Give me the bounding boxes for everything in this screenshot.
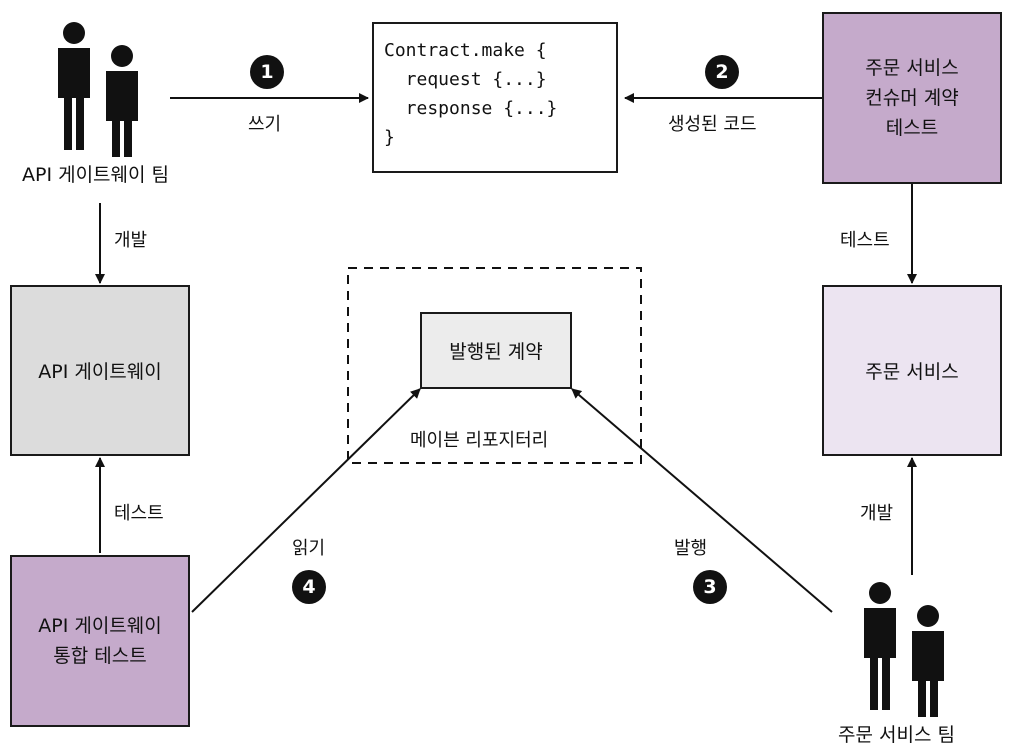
read-arrow xyxy=(191,388,421,613)
develop-label-left: 개발 xyxy=(114,230,148,251)
contract-code-box: Contract.make { request {...} response {… xyxy=(372,22,618,173)
test-label-right: 테스트 xyxy=(840,230,890,251)
api-gateway-label: API 게이트웨이 xyxy=(38,361,162,383)
order-service-label: 주문 서비스 xyxy=(865,361,959,383)
write-label: 쓰기 xyxy=(248,114,282,135)
read-label: 읽기 xyxy=(292,538,326,559)
publish-arrow xyxy=(571,388,833,613)
api-gateway-team-label: API 게이트웨이 팀 xyxy=(22,164,170,186)
step-3-badge: 3 xyxy=(693,570,727,604)
box-line: 테스트 xyxy=(885,117,939,139)
order-consumer-contract-test-box: 주문 서비스 컨슈머 계약 테스트 xyxy=(822,12,1002,184)
api-gateway-box: API 게이트웨이 xyxy=(10,285,190,456)
code-line: } xyxy=(384,127,395,148)
develop-label-right: 개발 xyxy=(860,503,894,524)
box-line: 주문 서비스 xyxy=(865,57,959,79)
maven-repo-label: 메이븐 리포지터리 xyxy=(410,430,549,451)
box-line: 통합 테스트 xyxy=(53,645,147,667)
publish-label: 발행 xyxy=(674,538,708,559)
people-icon xyxy=(864,582,944,717)
order-service-box: 주문 서비스 xyxy=(822,285,1002,456)
published-contract-box: 발행된 계약 xyxy=(420,312,572,389)
people-icon xyxy=(58,22,138,157)
step-2-badge: 2 xyxy=(705,55,739,89)
code-line: response {...} xyxy=(384,98,558,119)
test-label-left: 테스트 xyxy=(114,503,164,524)
code-line: request {...} xyxy=(384,69,547,90)
box-line: 컨슈머 계약 xyxy=(865,87,959,109)
step-1-badge: 1 xyxy=(250,55,284,89)
published-contract-label: 발행된 계약 xyxy=(449,341,543,363)
step-4-badge: 4 xyxy=(292,570,326,604)
order-service-team-label: 주문 서비스 팀 xyxy=(838,724,955,746)
box-line: API 게이트웨이 xyxy=(38,615,162,637)
generated-code-label: 생성된 코드 xyxy=(668,114,757,135)
code-line: Contract.make { xyxy=(384,40,547,61)
maven-repo-boundary xyxy=(347,267,642,464)
api-gateway-integration-test-box: API 게이트웨이 통합 테스트 xyxy=(10,555,190,727)
